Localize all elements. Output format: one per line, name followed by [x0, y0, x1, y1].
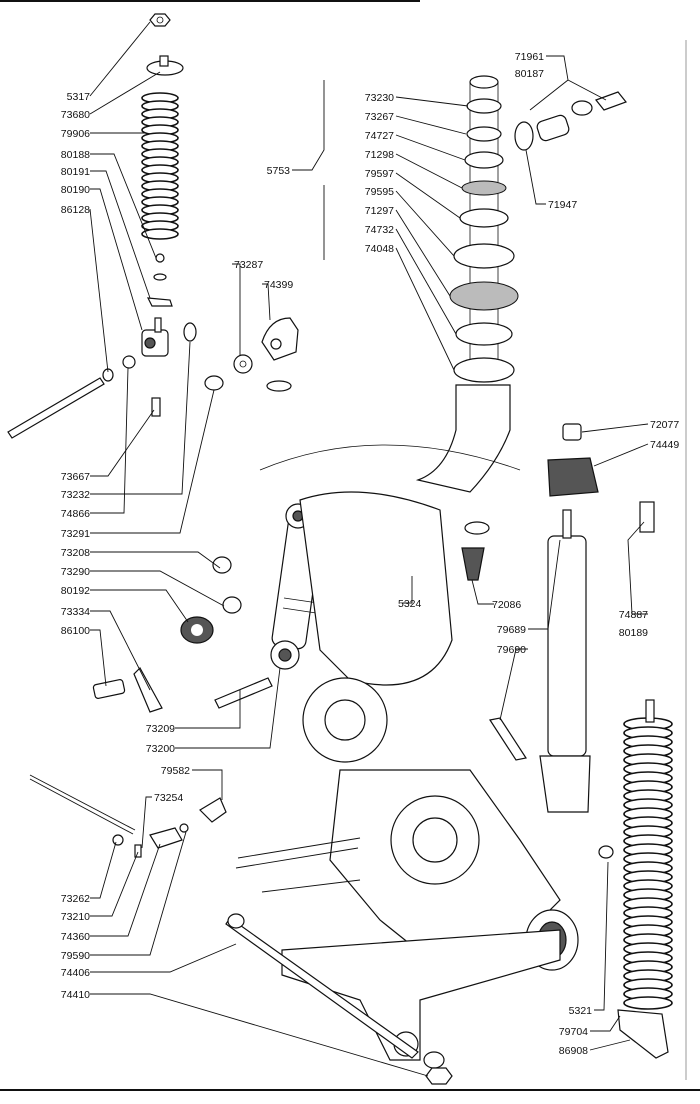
- label-74449: 74449: [650, 439, 679, 451]
- spring-coil: [623, 996, 673, 1010]
- label-73290: 73290: [61, 566, 90, 578]
- bush-73290: [222, 596, 242, 614]
- ring-71947: [514, 121, 534, 151]
- label-73291: 73291: [61, 528, 90, 540]
- nut-5317: [149, 13, 171, 27]
- link-74399: [261, 317, 299, 361]
- bush-72077: [562, 423, 582, 441]
- label-86128: 86128: [61, 204, 90, 216]
- label-5324: 5324: [398, 598, 422, 610]
- label-71947: 71947: [548, 199, 577, 211]
- key-80187: [595, 91, 627, 111]
- label-73232: 73232: [61, 489, 90, 501]
- label-73210: 73210: [61, 911, 90, 923]
- leader-lines: [89, 21, 649, 1077]
- label-79590: 79590: [61, 950, 90, 962]
- label-74399: 74399: [264, 279, 293, 291]
- label-5317: 5317: [67, 91, 91, 103]
- label-73254: 73254: [154, 792, 183, 804]
- shaft-74406: [225, 917, 419, 1059]
- label-79906: 79906: [61, 128, 90, 140]
- frame-housing: [225, 444, 579, 1085]
- label-73262: 73262: [61, 893, 90, 905]
- bush-73287: [233, 354, 253, 374]
- washer-80188: [155, 253, 165, 263]
- label-74410: 74410: [61, 989, 90, 1001]
- part-labels: 5317 73680 79906 80188 80191 80190 86128…: [61, 51, 680, 1057]
- screw-73667: [151, 397, 161, 417]
- rear-shock-absorber: [461, 423, 655, 813]
- label-79582: 79582: [161, 765, 190, 777]
- bolt-73209: [214, 677, 273, 709]
- cam-79582: [199, 797, 227, 823]
- steering-column: [415, 384, 511, 493]
- label-73230: 73230: [365, 92, 394, 104]
- label-80187: 80187: [515, 68, 544, 80]
- front-spring-assembly: [7, 13, 299, 439]
- label-73267: 73267: [365, 111, 394, 123]
- pin-86100: [92, 678, 126, 700]
- bolt-79690: [489, 717, 527, 761]
- mount-74449: [547, 457, 599, 497]
- label-79704: 79704: [559, 1026, 588, 1038]
- label-80192: 80192: [61, 585, 90, 597]
- lever-73334: [133, 667, 163, 713]
- label-72086: 72086: [492, 599, 521, 611]
- label-74727: 74727: [365, 130, 394, 142]
- spring-seat-86908: [617, 1009, 669, 1059]
- label-71961: 71961: [515, 51, 544, 63]
- label-79690: 79690: [497, 644, 526, 656]
- spring-coil: [141, 228, 179, 240]
- link-74360: [149, 827, 183, 849]
- lock-assembly: [514, 91, 627, 151]
- label-79689: 79689: [497, 624, 526, 636]
- label-73208: 73208: [61, 547, 90, 559]
- label-73200: 73200: [146, 743, 175, 755]
- label-86100: 86100: [61, 625, 90, 637]
- rubber-72086: [461, 547, 485, 581]
- label-71298: 71298: [365, 149, 394, 161]
- label-73667: 73667: [61, 471, 90, 483]
- nut-5321: [598, 845, 614, 859]
- label-80188: 80188: [61, 149, 90, 161]
- label-80191: 80191: [61, 166, 90, 178]
- label-80189: 80189: [619, 627, 648, 639]
- label-74866: 74866: [61, 508, 90, 520]
- label-73680: 73680: [61, 109, 90, 121]
- label-73287: 73287: [234, 259, 263, 271]
- bush-73291: [204, 375, 224, 391]
- ring-73230: [469, 75, 499, 89]
- label-86908: 86908: [559, 1045, 588, 1057]
- lock-80191: [146, 297, 173, 307]
- label-72077: 72077: [650, 419, 679, 431]
- bolt-head-73208: [212, 556, 232, 574]
- label-80190: 80190: [61, 184, 90, 196]
- label-74048: 74048: [365, 243, 394, 255]
- brake-parts: [29, 774, 227, 858]
- label-5753: 5753: [267, 165, 291, 177]
- stud-74887: [639, 501, 655, 533]
- steering-head-stack: [415, 75, 519, 493]
- shock-79689: [547, 535, 587, 757]
- label-74887: 74887: [619, 609, 648, 621]
- label-79595: 79595: [365, 186, 394, 198]
- label-74406: 74406: [61, 967, 90, 979]
- spring-79906: [141, 92, 179, 240]
- pin-86128: [7, 377, 105, 439]
- rear-spring-79704: [623, 717, 673, 1010]
- nut-74410: [425, 1067, 453, 1085]
- label-74360: 74360: [61, 931, 90, 943]
- label-73209: 73209: [146, 723, 175, 735]
- label-74732: 74732: [365, 224, 394, 236]
- left-small-parts: [92, 556, 273, 713]
- label-79597: 79597: [365, 168, 394, 180]
- label-73334: 73334: [61, 606, 90, 618]
- label-5321: 5321: [569, 1005, 593, 1017]
- label-71297: 71297: [365, 205, 394, 217]
